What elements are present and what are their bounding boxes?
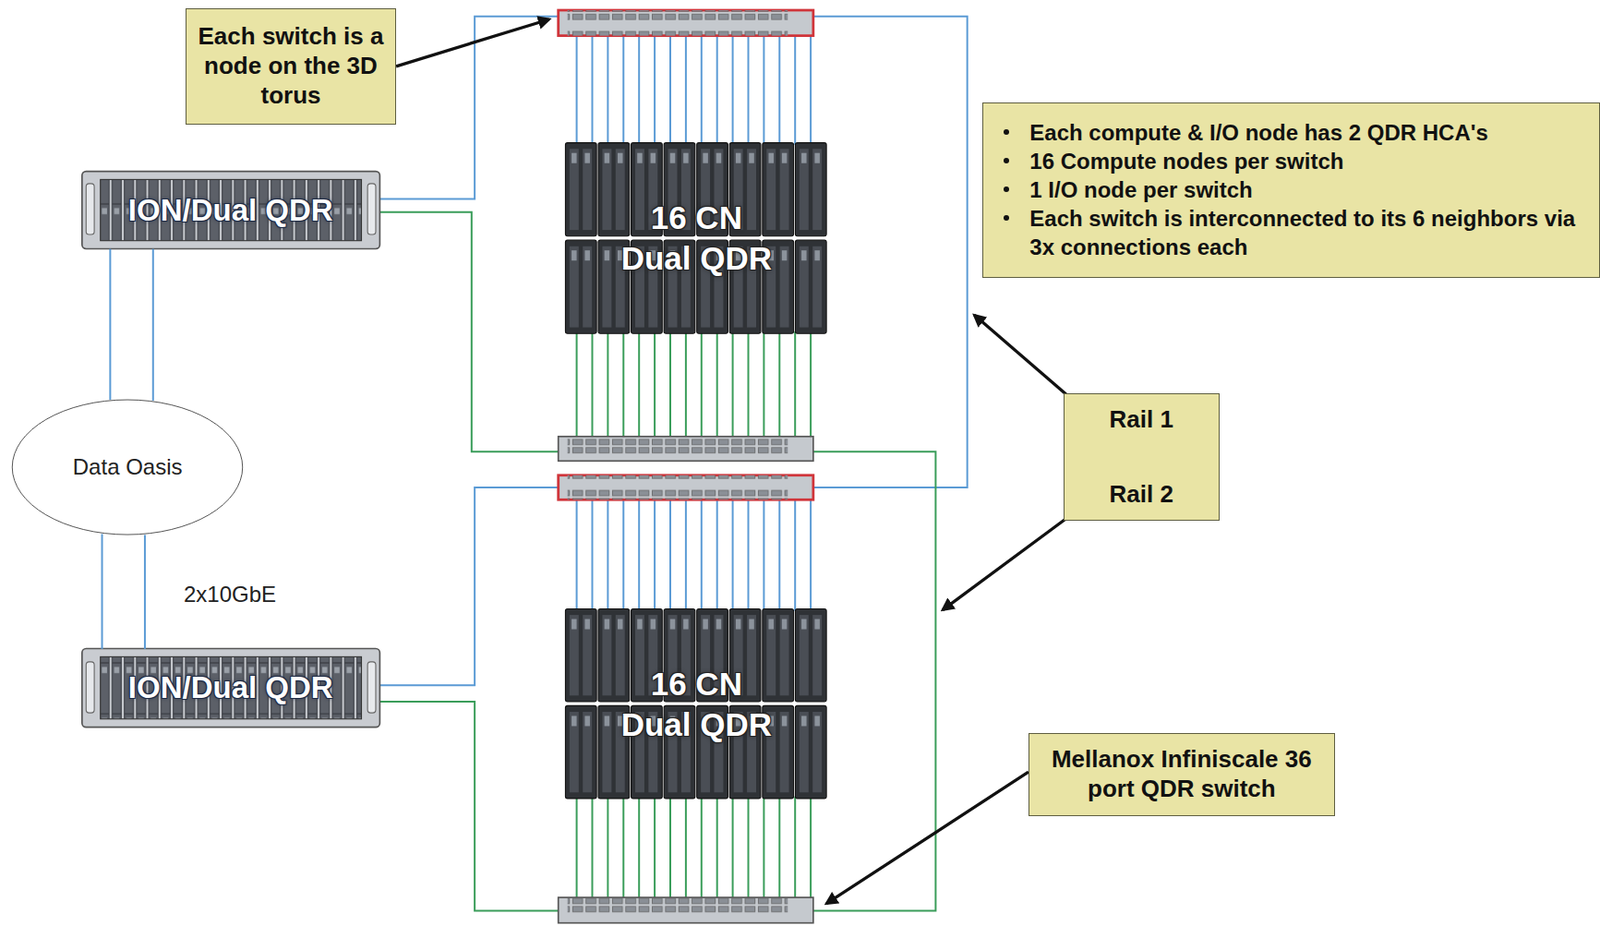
node-text: ION/Dual QDR (128, 192, 334, 229)
ethernet-link (101, 533, 104, 649)
bullet-dot (1003, 129, 1010, 135)
rail-callout: Rail 1 Rail 2 (1063, 393, 1220, 521)
bullet-text: Each compute & I/O node has 2 QDR HCA's (1029, 118, 1488, 147)
bullet-text: 1 I/O node per switch (1029, 175, 1252, 205)
callout-box: Each switch is a node on the 3D torus (185, 8, 397, 125)
node-text: Each switch is a node on the 3D torus (195, 22, 386, 110)
node-text: ION/Dual QDR (128, 670, 334, 706)
bullet-text: 16 Compute nodes per switch (1029, 146, 1344, 176)
bullet-row: Each switch is interconnected to its 6 n… (996, 204, 1587, 262)
ethernet-link (144, 534, 146, 650)
ethernet-link (152, 249, 155, 401)
node-text: Dual QDR (621, 238, 772, 279)
compute-node-group: 16 CNDual QDR (564, 143, 829, 335)
node-text: Data Oasis (72, 454, 183, 481)
node-text: Rail 1 (1109, 405, 1174, 434)
bullet-row: 1 I/O node per switch (996, 175, 1587, 205)
bullet-row: 16 Compute nodes per switch (996, 146, 1587, 176)
bullet-dot (1003, 157, 1010, 164)
io-node: ION/Dual QDR (81, 649, 380, 728)
bullet-text: Each switch is interconnected to its 6 n… (1029, 204, 1587, 262)
bullet-note: Each compute & I/O node has 2 QDR HCA's1… (982, 102, 1600, 278)
ethernet-link (108, 249, 111, 400)
bullet-row: Each compute & I/O node has 2 QDR HCA's (996, 118, 1587, 147)
node-text: Rail 2 (1109, 480, 1174, 509)
bullet-dot (1003, 215, 1010, 221)
callout-box: Mellanox Infiniscale 36 port QDR switch (1028, 733, 1336, 818)
node-text: Mellanox Infiniscale 36 port QDR switch (1038, 745, 1325, 804)
storage-ellipse: Data Oasis (11, 398, 244, 536)
link-label: 2x10GbE (183, 581, 277, 608)
compute-node-group: 16 CNDual QDR (564, 609, 829, 800)
node-text: 16 CN (650, 197, 743, 239)
io-node: ION/Dual QDR (81, 171, 380, 250)
node-text: Dual QDR (621, 704, 772, 746)
node-text: 16 CN (650, 663, 743, 705)
bullet-dot (1003, 186, 1010, 193)
